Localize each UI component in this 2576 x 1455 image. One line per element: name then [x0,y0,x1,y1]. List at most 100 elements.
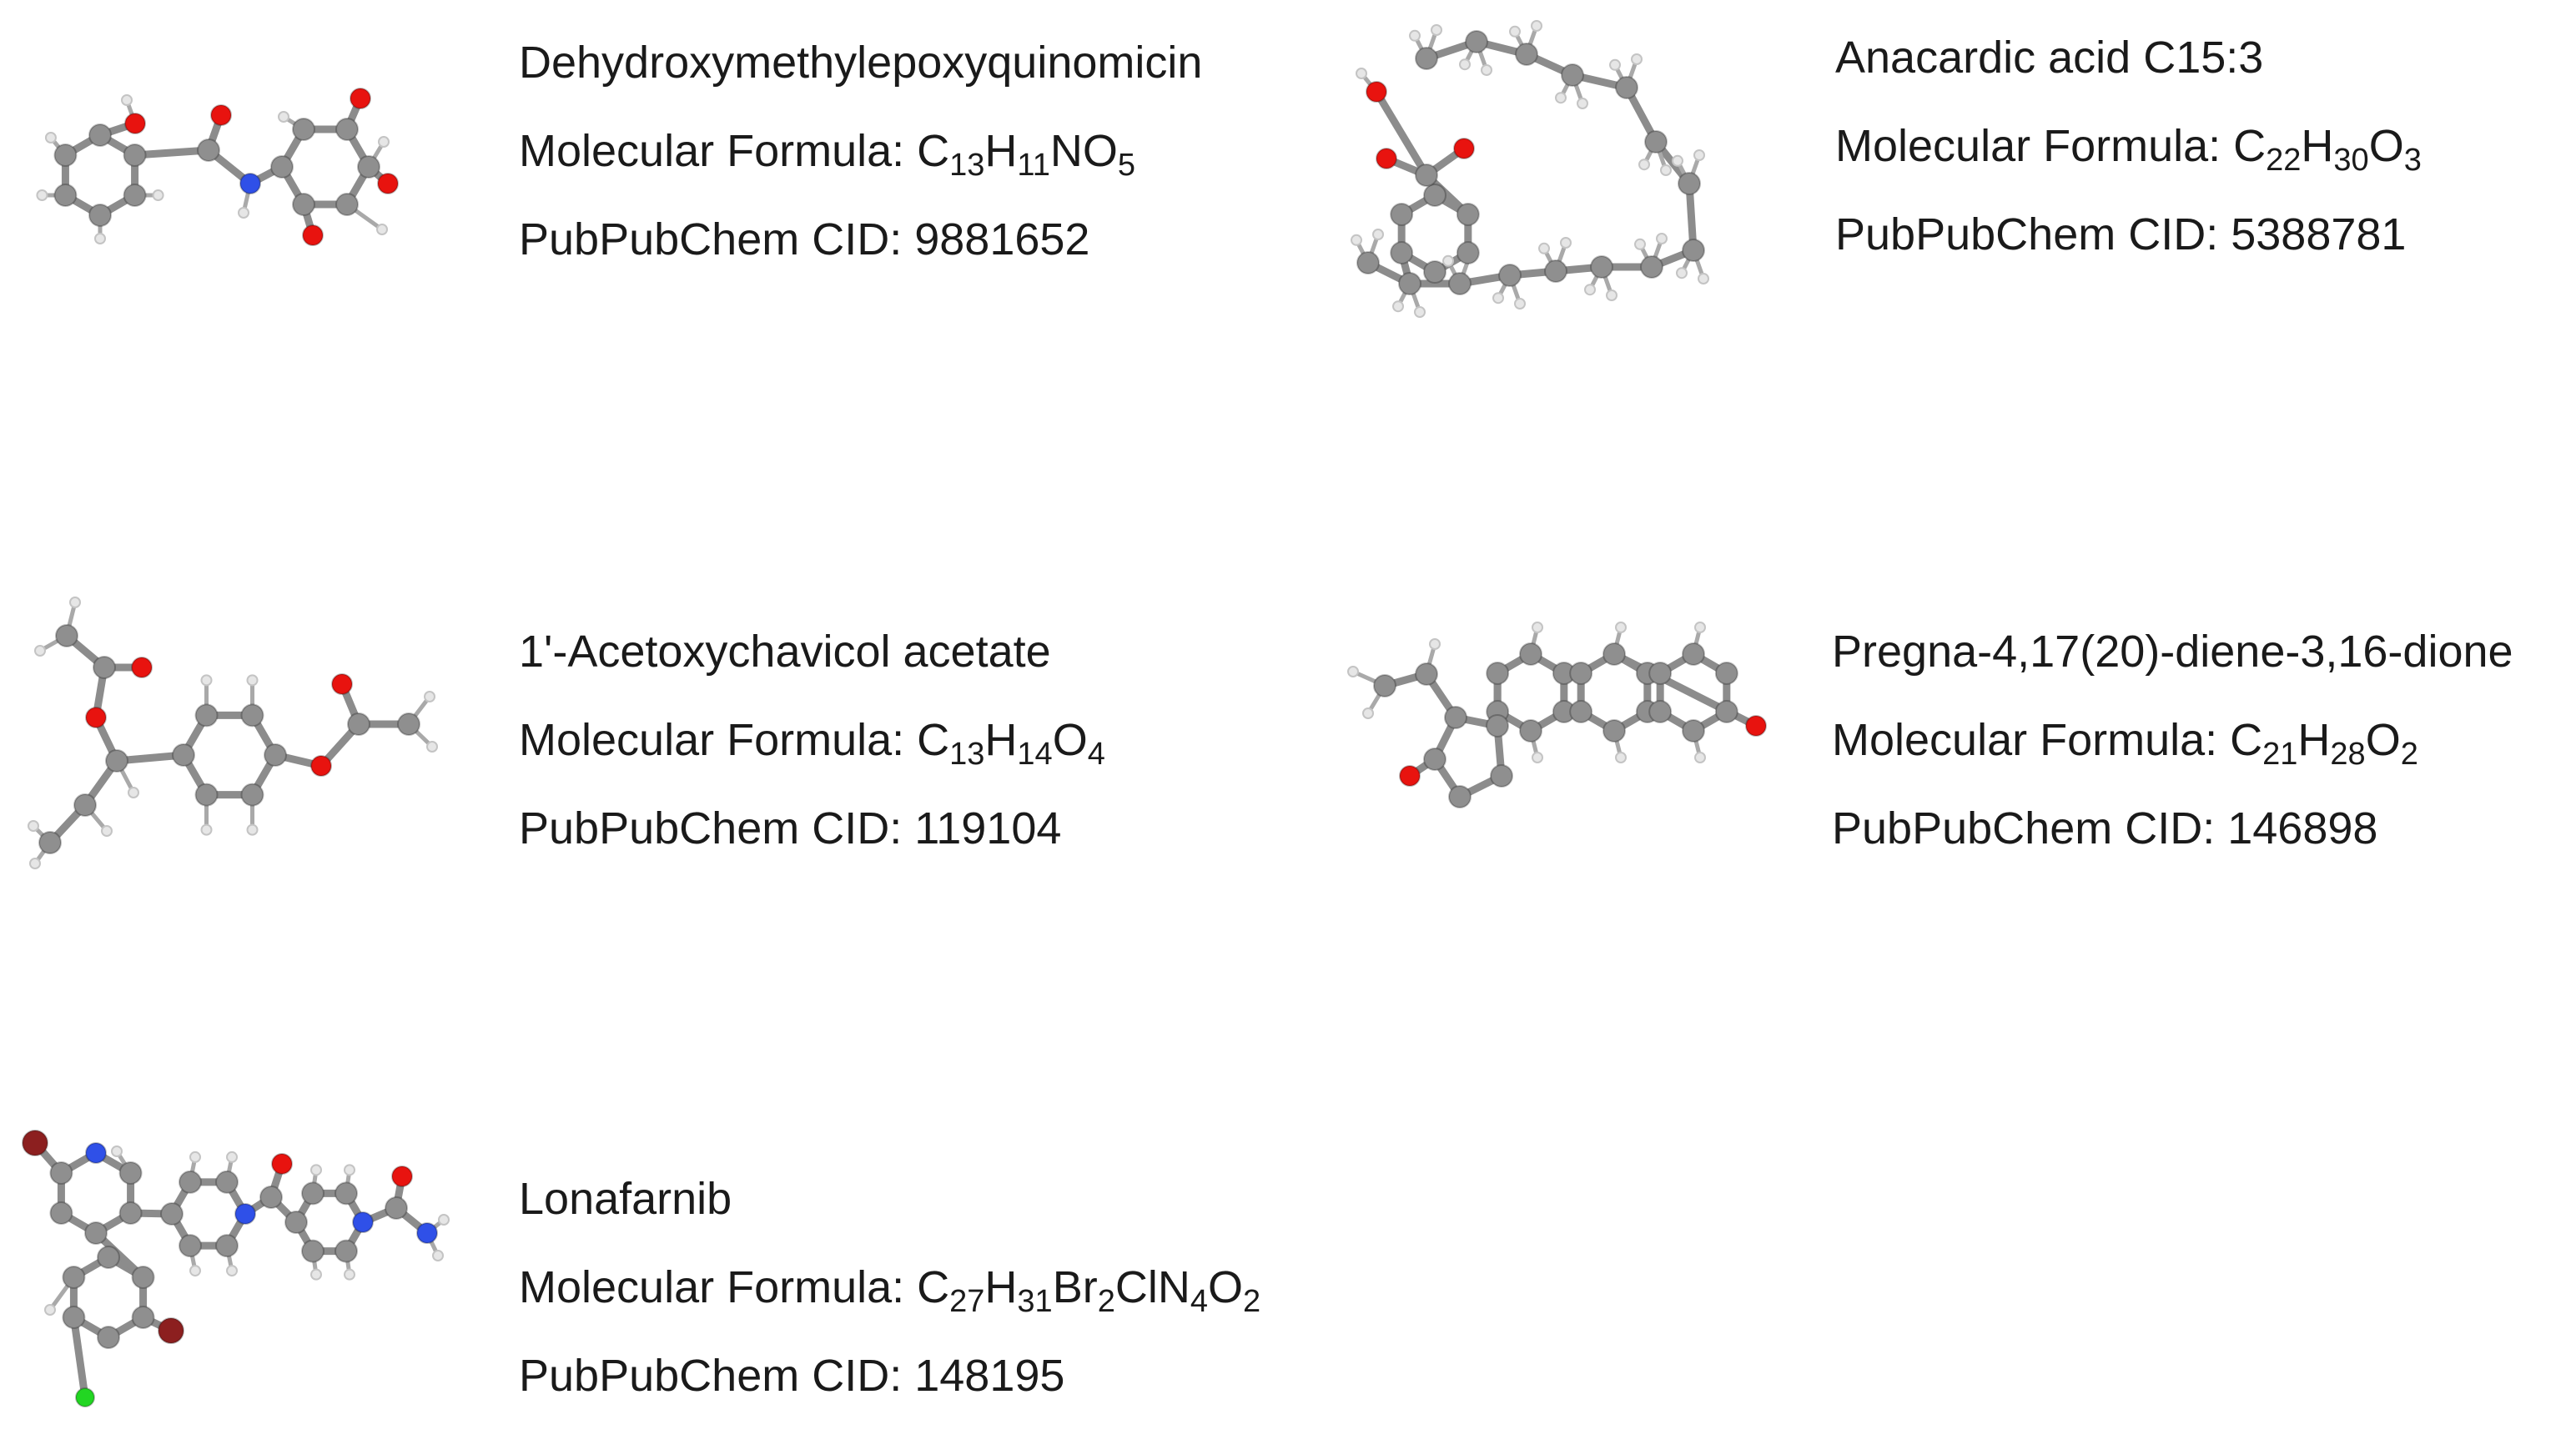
compound-name: Pregna-4,17(20)-diene-3,16-dione [1832,627,2513,677]
atom-ball [310,1268,322,1281]
formula-subscript: 21 [2262,737,2298,772]
atom-ball [302,224,324,246]
atom-ball [292,117,315,141]
formula-element: H [984,715,1018,765]
atom-ball [1399,765,1421,787]
atom-ball [1347,666,1359,677]
atom-ball [376,224,388,235]
formula-element: O [2365,715,2401,765]
atom-ball [85,707,107,728]
formula-value: C13H11NO5 [917,126,1135,181]
atom-ball [239,173,261,194]
formula-subscript: 4 [1190,1284,1208,1319]
compound-name: Dehydroxymethylepoxyquinomicin [519,38,1203,88]
atom-ball [1372,229,1384,240]
atom-ball [1676,267,1688,279]
atom-ball [1456,203,1480,226]
atom-ball [1498,264,1522,287]
atom-ball [197,138,220,162]
atom-ball [172,743,195,767]
atom-ball [1532,752,1543,763]
atom-ball [1492,292,1504,305]
molecular-formula: Molecular Formula: C21H28O2 [1832,696,2513,784]
atom-ball [123,184,147,207]
atom-ball [1409,29,1421,42]
molecule-3d-structure [28,597,438,869]
molecule-3d-structure [36,88,399,246]
formula-element: C [917,126,950,176]
pubchem-cid: PubPubChem CID: 119104 [519,784,1105,873]
atom-ball [123,143,147,167]
atom-ball [1519,719,1542,743]
atom-ball [53,184,78,207]
bond-stick [1372,88,1431,179]
atom-ball [1442,254,1454,267]
atom-ball [152,189,164,201]
atom-ball [1509,25,1521,38]
compound-info: Anacardic acid C15:3 Molecular Formula: … [1835,13,2422,279]
atom-ball [105,749,128,773]
atom-ball [1398,272,1421,295]
formula-subscript: 28 [2330,737,2366,772]
atom-ball [240,783,264,807]
molecular-formula: Molecular Formula: C13H14O4 [519,696,1105,784]
atom-ball [111,1145,123,1157]
formula-subscript: 2 [1243,1284,1261,1319]
atom-ball [189,1150,201,1163]
atom-ball [121,94,133,106]
atom-ball [226,1150,238,1163]
atom-ball [1682,719,1705,743]
atom-ball [278,111,289,123]
atom-ball [1606,289,1618,301]
formula-label: Molecular Formula: [1832,715,2231,765]
formula-element: ClN [1114,1262,1190,1312]
atom-ball [1615,76,1638,99]
atom-ball [1429,638,1441,650]
atom-ball [310,755,332,777]
atom-ball [1356,68,1367,79]
atom-ball [347,712,370,736]
formula-label: Molecular Formula: [519,1262,918,1312]
atom-ball [29,858,41,869]
compound-info: Dehydroxymethylepoxyquinomicin Molecular… [519,18,1202,284]
compound-info: Pregna-4,17(20)-diene-3,16-dione Molecul… [1832,607,2513,873]
atom-ball [49,1201,73,1225]
formula-subscript: 27 [949,1284,985,1319]
atom-ball [397,712,420,736]
atom-ball [1362,707,1374,719]
atom-ball [1356,251,1380,274]
atom-ball [38,831,62,854]
cid-value: 9881652 [914,214,1090,264]
atom-ball [344,1268,355,1281]
atom-ball [292,193,315,217]
cid-label: PubPubChem CID: [519,1351,915,1401]
atom-ball [438,1214,450,1226]
atom-ball [179,1170,202,1194]
molecule-3d-structure [22,1130,450,1407]
atom-ball [1602,719,1626,743]
atom-ball [426,741,438,753]
atom-ball [194,703,219,728]
formula-label: Molecular Formula: [1835,121,2234,171]
formula-element: C [917,715,950,765]
atom-ball [1634,238,1646,250]
atom-ball [416,1222,438,1244]
formula-subscript: 5 [1117,148,1136,183]
atom-ball [1538,242,1550,254]
formula-element: H [2297,715,2331,765]
atom-ball [1584,284,1596,296]
formula-subscript: 4 [1087,737,1105,772]
atom-ball [128,787,139,798]
atom-ball [1390,241,1414,264]
pubchem-cid: PubPubChem CID: 148195 [519,1332,1260,1420]
atom-ball [1644,130,1668,154]
bond-stick [69,1313,89,1402]
formula-element: H [984,126,1018,176]
atom-ball [131,657,153,678]
atom-ball [1678,172,1701,195]
atom-ball [284,1211,308,1234]
atom-ball [350,88,371,109]
atom-ball [1531,20,1542,32]
atom-ball [84,1221,108,1245]
atom-ball [238,207,249,219]
